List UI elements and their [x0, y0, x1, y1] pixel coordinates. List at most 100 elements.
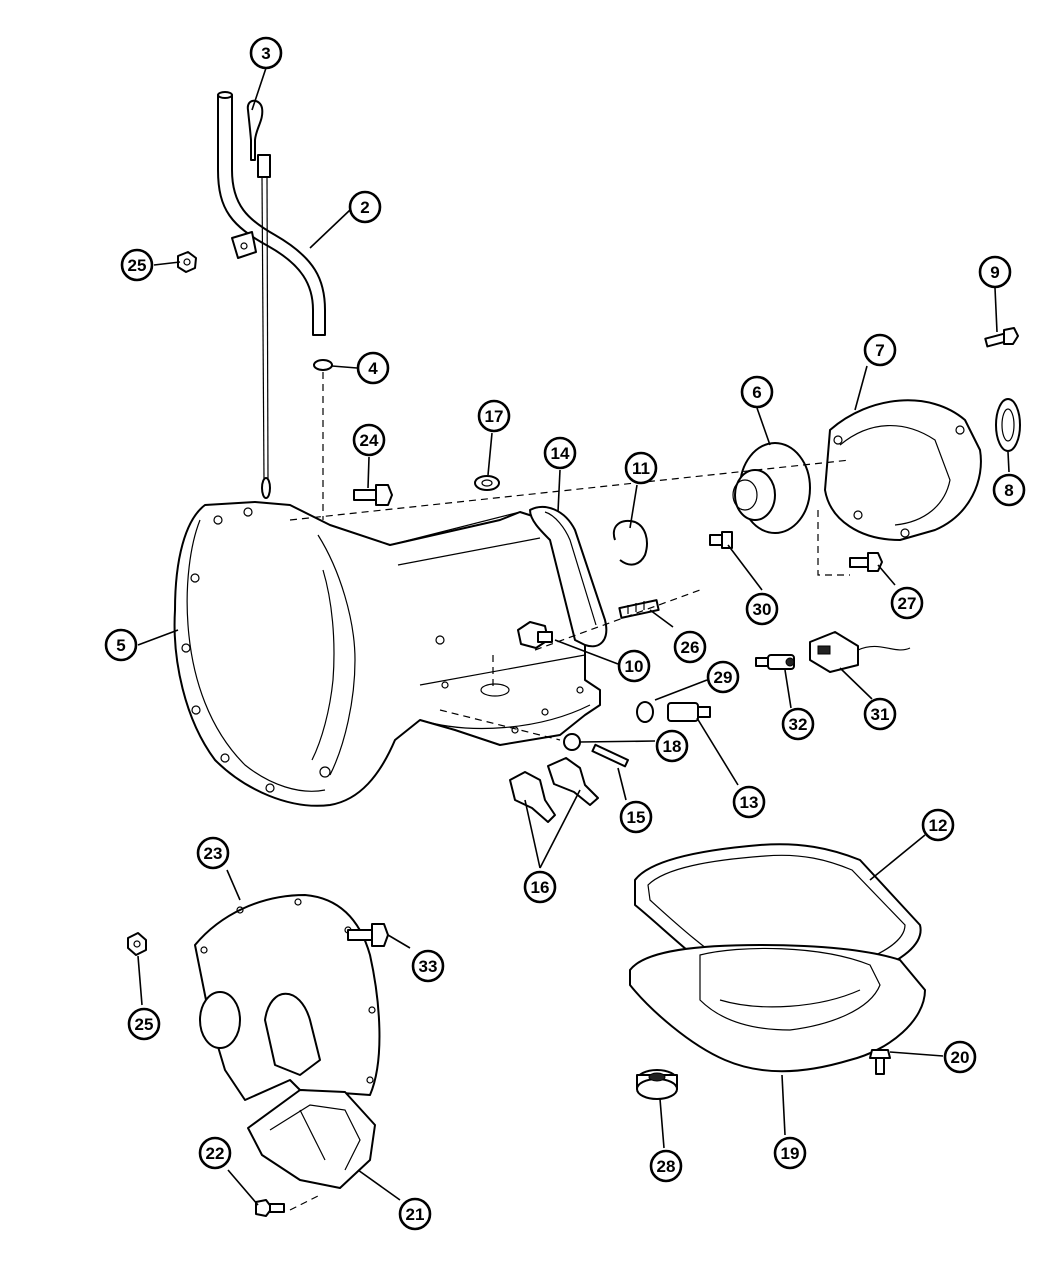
plug-18 [563, 733, 581, 751]
oil-pan [629, 944, 926, 1073]
callout-33: 33 [411, 949, 445, 983]
cover-bolt [255, 1199, 285, 1217]
svg-text:15: 15 [627, 808, 646, 827]
dipstick [246, 99, 271, 499]
svg-text:17: 17 [485, 407, 504, 426]
callout-22: 22 [198, 1136, 232, 1170]
callout-32: 32 [781, 707, 815, 741]
callout-8: 8 [992, 473, 1026, 507]
callout-5: 5 [104, 628, 138, 662]
svg-text:33: 33 [419, 957, 438, 976]
svg-text:23: 23 [204, 844, 223, 863]
svg-text:20: 20 [951, 1048, 970, 1067]
bolt-30 [709, 531, 733, 549]
callout-10: 10 [617, 649, 651, 683]
callout-27: 27 [890, 586, 924, 620]
svg-text:19: 19 [781, 1144, 800, 1163]
svg-text:13: 13 [740, 793, 759, 812]
svg-text:9: 9 [990, 263, 999, 282]
fittings-16 [509, 757, 599, 823]
svg-text:32: 32 [789, 715, 808, 734]
svg-text:6: 6 [752, 383, 761, 402]
svg-text:26: 26 [681, 638, 700, 657]
svg-text:24: 24 [360, 431, 379, 450]
callout-19: 19 [773, 1136, 807, 1170]
callout-17: 17 [477, 399, 511, 433]
bolt-9 [984, 327, 1019, 348]
callout-14: 14 [543, 436, 577, 470]
washer-17 [474, 475, 500, 491]
svg-text:8: 8 [1004, 481, 1013, 500]
svg-text:10: 10 [625, 657, 644, 676]
seal-ring-29 [636, 701, 654, 723]
callout-31: 31 [863, 697, 897, 731]
callout-24: 24 [352, 423, 386, 457]
callout-4: 4 [356, 351, 390, 385]
callout-23: 23 [196, 836, 230, 870]
callout-3: 3 [249, 36, 283, 70]
bolt-33 [347, 923, 389, 947]
callout-6: 6 [740, 375, 774, 409]
flywheel-plate [194, 894, 381, 1101]
callout-20: 20 [943, 1040, 977, 1074]
svg-text:27: 27 [898, 594, 917, 613]
svg-text:31: 31 [871, 705, 890, 724]
svg-text:3: 3 [261, 44, 270, 63]
converter-cover [247, 1089, 376, 1189]
svg-text:12: 12 [929, 816, 948, 835]
svg-text:30: 30 [753, 600, 772, 619]
callout-16: 16 [523, 870, 557, 904]
callout-18: 18 [655, 729, 689, 763]
seal-8 [995, 398, 1021, 452]
pan-bolt [869, 1049, 891, 1075]
assembly-lines [289, 372, 851, 1211]
dipstick-tube [217, 91, 326, 336]
callout-15: 15 [619, 800, 653, 834]
svg-text:5: 5 [116, 636, 125, 655]
svg-text:28: 28 [657, 1157, 676, 1176]
sensor-13 [667, 702, 711, 722]
callout-9: 9 [978, 255, 1012, 289]
callout-12: 12 [921, 808, 955, 842]
transmission-case [173, 501, 601, 807]
nut-upper [177, 251, 197, 273]
adapter-6 [732, 442, 811, 534]
callout-25-lower: 25 [127, 1007, 161, 1041]
pin-15 [591, 743, 630, 768]
callout-28: 28 [649, 1149, 683, 1183]
svg-text:4: 4 [368, 359, 378, 378]
svg-text:7: 7 [875, 341, 884, 360]
callout-29: 29 [706, 660, 740, 694]
svg-text:22: 22 [206, 1144, 225, 1163]
stud-26 [618, 599, 660, 619]
svg-text:29: 29 [714, 668, 733, 687]
dipstick-tube-o-ring [313, 359, 333, 371]
grommet [636, 1069, 678, 1100]
callout-13: 13 [732, 785, 766, 819]
svg-text:16: 16 [531, 878, 550, 897]
svg-text:11: 11 [632, 459, 650, 478]
leader-lines [137, 67, 1010, 1206]
svg-text:2: 2 [360, 198, 369, 217]
svg-text:21: 21 [406, 1205, 425, 1224]
callout-21: 21 [398, 1197, 432, 1231]
callout-30: 30 [745, 592, 779, 626]
bolt-27 [849, 552, 883, 572]
solenoid-31 [809, 631, 911, 673]
callout-26: 26 [673, 630, 707, 664]
fitting-10 [517, 621, 553, 649]
callout-11: 11 [624, 451, 658, 485]
callout-2: 2 [348, 190, 382, 224]
svg-text:14: 14 [551, 444, 570, 463]
snap-ring [612, 520, 648, 566]
callout-25-upper: 25 [120, 248, 154, 282]
bolt-24 [353, 484, 393, 506]
svg-text:18: 18 [663, 737, 682, 756]
nut-lower [127, 932, 147, 956]
extension-housing [824, 399, 982, 541]
connector-32 [755, 654, 795, 670]
svg-text:25: 25 [135, 1015, 154, 1034]
svg-text:25: 25 [128, 256, 147, 275]
callout-7: 7 [863, 333, 897, 367]
